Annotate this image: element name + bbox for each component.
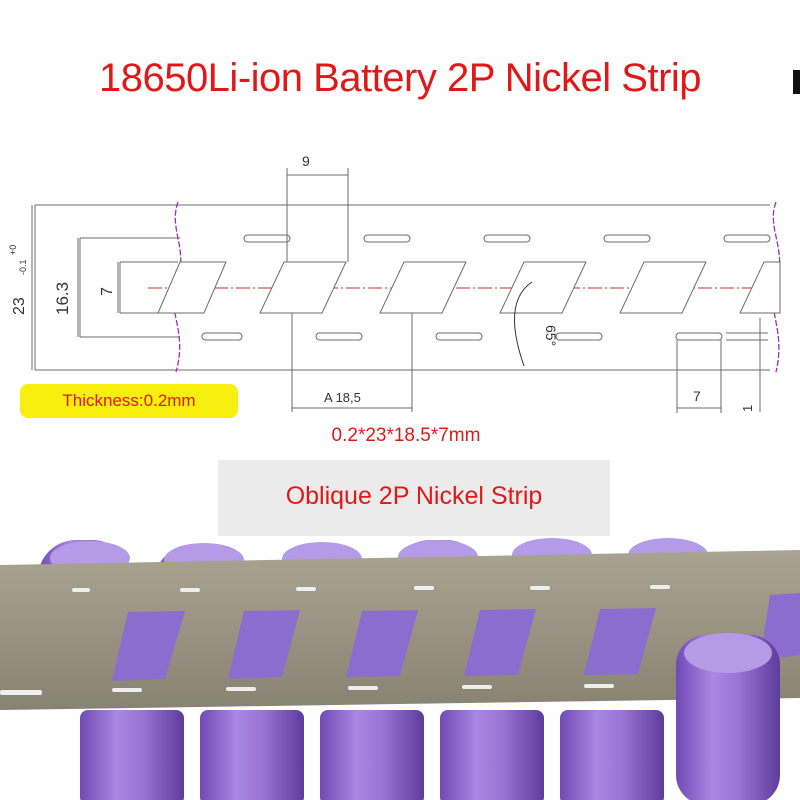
window: [379, 261, 467, 314]
strip-window: [584, 608, 656, 675]
battery-cell: [200, 710, 304, 800]
strip-slot: [296, 587, 316, 591]
photo-caption: Oblique 2P Nickel Strip: [218, 460, 610, 536]
spec-label: 0.2*23*18.5*7mm: [331, 425, 481, 446]
battery-cell: [320, 710, 424, 800]
slot: [435, 332, 483, 341]
dim-23-tol-minus: -0.1: [18, 259, 28, 275]
strip-slot: [226, 687, 256, 691]
strip-window: [464, 609, 536, 676]
window: [157, 261, 227, 314]
window-row: [157, 261, 781, 314]
slot: [243, 234, 291, 243]
dim-18-5-label: A 18,5: [324, 390, 361, 405]
slot: [483, 234, 531, 243]
slot: [675, 332, 723, 341]
angle-arc: [514, 281, 533, 367]
battery-cell: [440, 710, 544, 800]
slot: [603, 234, 651, 243]
strip-slot: [414, 586, 434, 590]
strip-drawing: 9 23 +0 -0.1 16.3 7 65° A 18,5 7 1: [8, 153, 781, 413]
thickness-badge: Thickness:0.2mm: [20, 384, 238, 418]
strip-slot: [0, 690, 42, 695]
product-photo: [0, 538, 800, 800]
page-title: 18650Li-ion Battery 2P Nickel Strip: [98, 56, 702, 100]
strip-slot: [650, 585, 670, 589]
dim-slot-label: 7: [693, 388, 701, 404]
strip-slot: [462, 685, 492, 689]
strip-slot: [180, 588, 200, 592]
slot: [723, 234, 771, 243]
window: [619, 261, 707, 314]
cell-top: [684, 633, 772, 673]
strip-slot: [112, 688, 142, 692]
dim-slot-width-label: 1: [740, 405, 755, 412]
bottom-slot-row: [201, 332, 723, 341]
strip-window: [228, 610, 300, 679]
battery-cell: [560, 710, 664, 800]
dim-9-label: 9: [302, 153, 310, 169]
window: [499, 261, 587, 314]
slot: [315, 332, 363, 341]
strip-slot: [348, 686, 378, 690]
title-edge-mark: [793, 70, 800, 94]
slot: [363, 234, 411, 243]
dim-7-window-label: 7: [99, 287, 116, 296]
dim-16-3-label: 16.3: [53, 282, 72, 315]
nickel-strip: [0, 550, 800, 710]
strip-slot: [584, 684, 614, 688]
dim-23-tol-plus: +0: [8, 245, 18, 255]
front-cell-row: [80, 633, 780, 800]
top-slot-row: [243, 234, 771, 243]
battery-cell: [80, 710, 184, 800]
angle-label: 65°: [543, 325, 559, 346]
window: [739, 261, 781, 314]
slot: [201, 332, 243, 341]
dim-23-label: 23: [11, 297, 28, 315]
slot: [555, 332, 603, 341]
strip-window: [346, 610, 418, 677]
strip-slot: [72, 588, 90, 592]
strip-slot: [530, 586, 550, 590]
window: [259, 261, 347, 314]
battery-cell: [676, 635, 780, 800]
strip-window: [112, 611, 185, 681]
